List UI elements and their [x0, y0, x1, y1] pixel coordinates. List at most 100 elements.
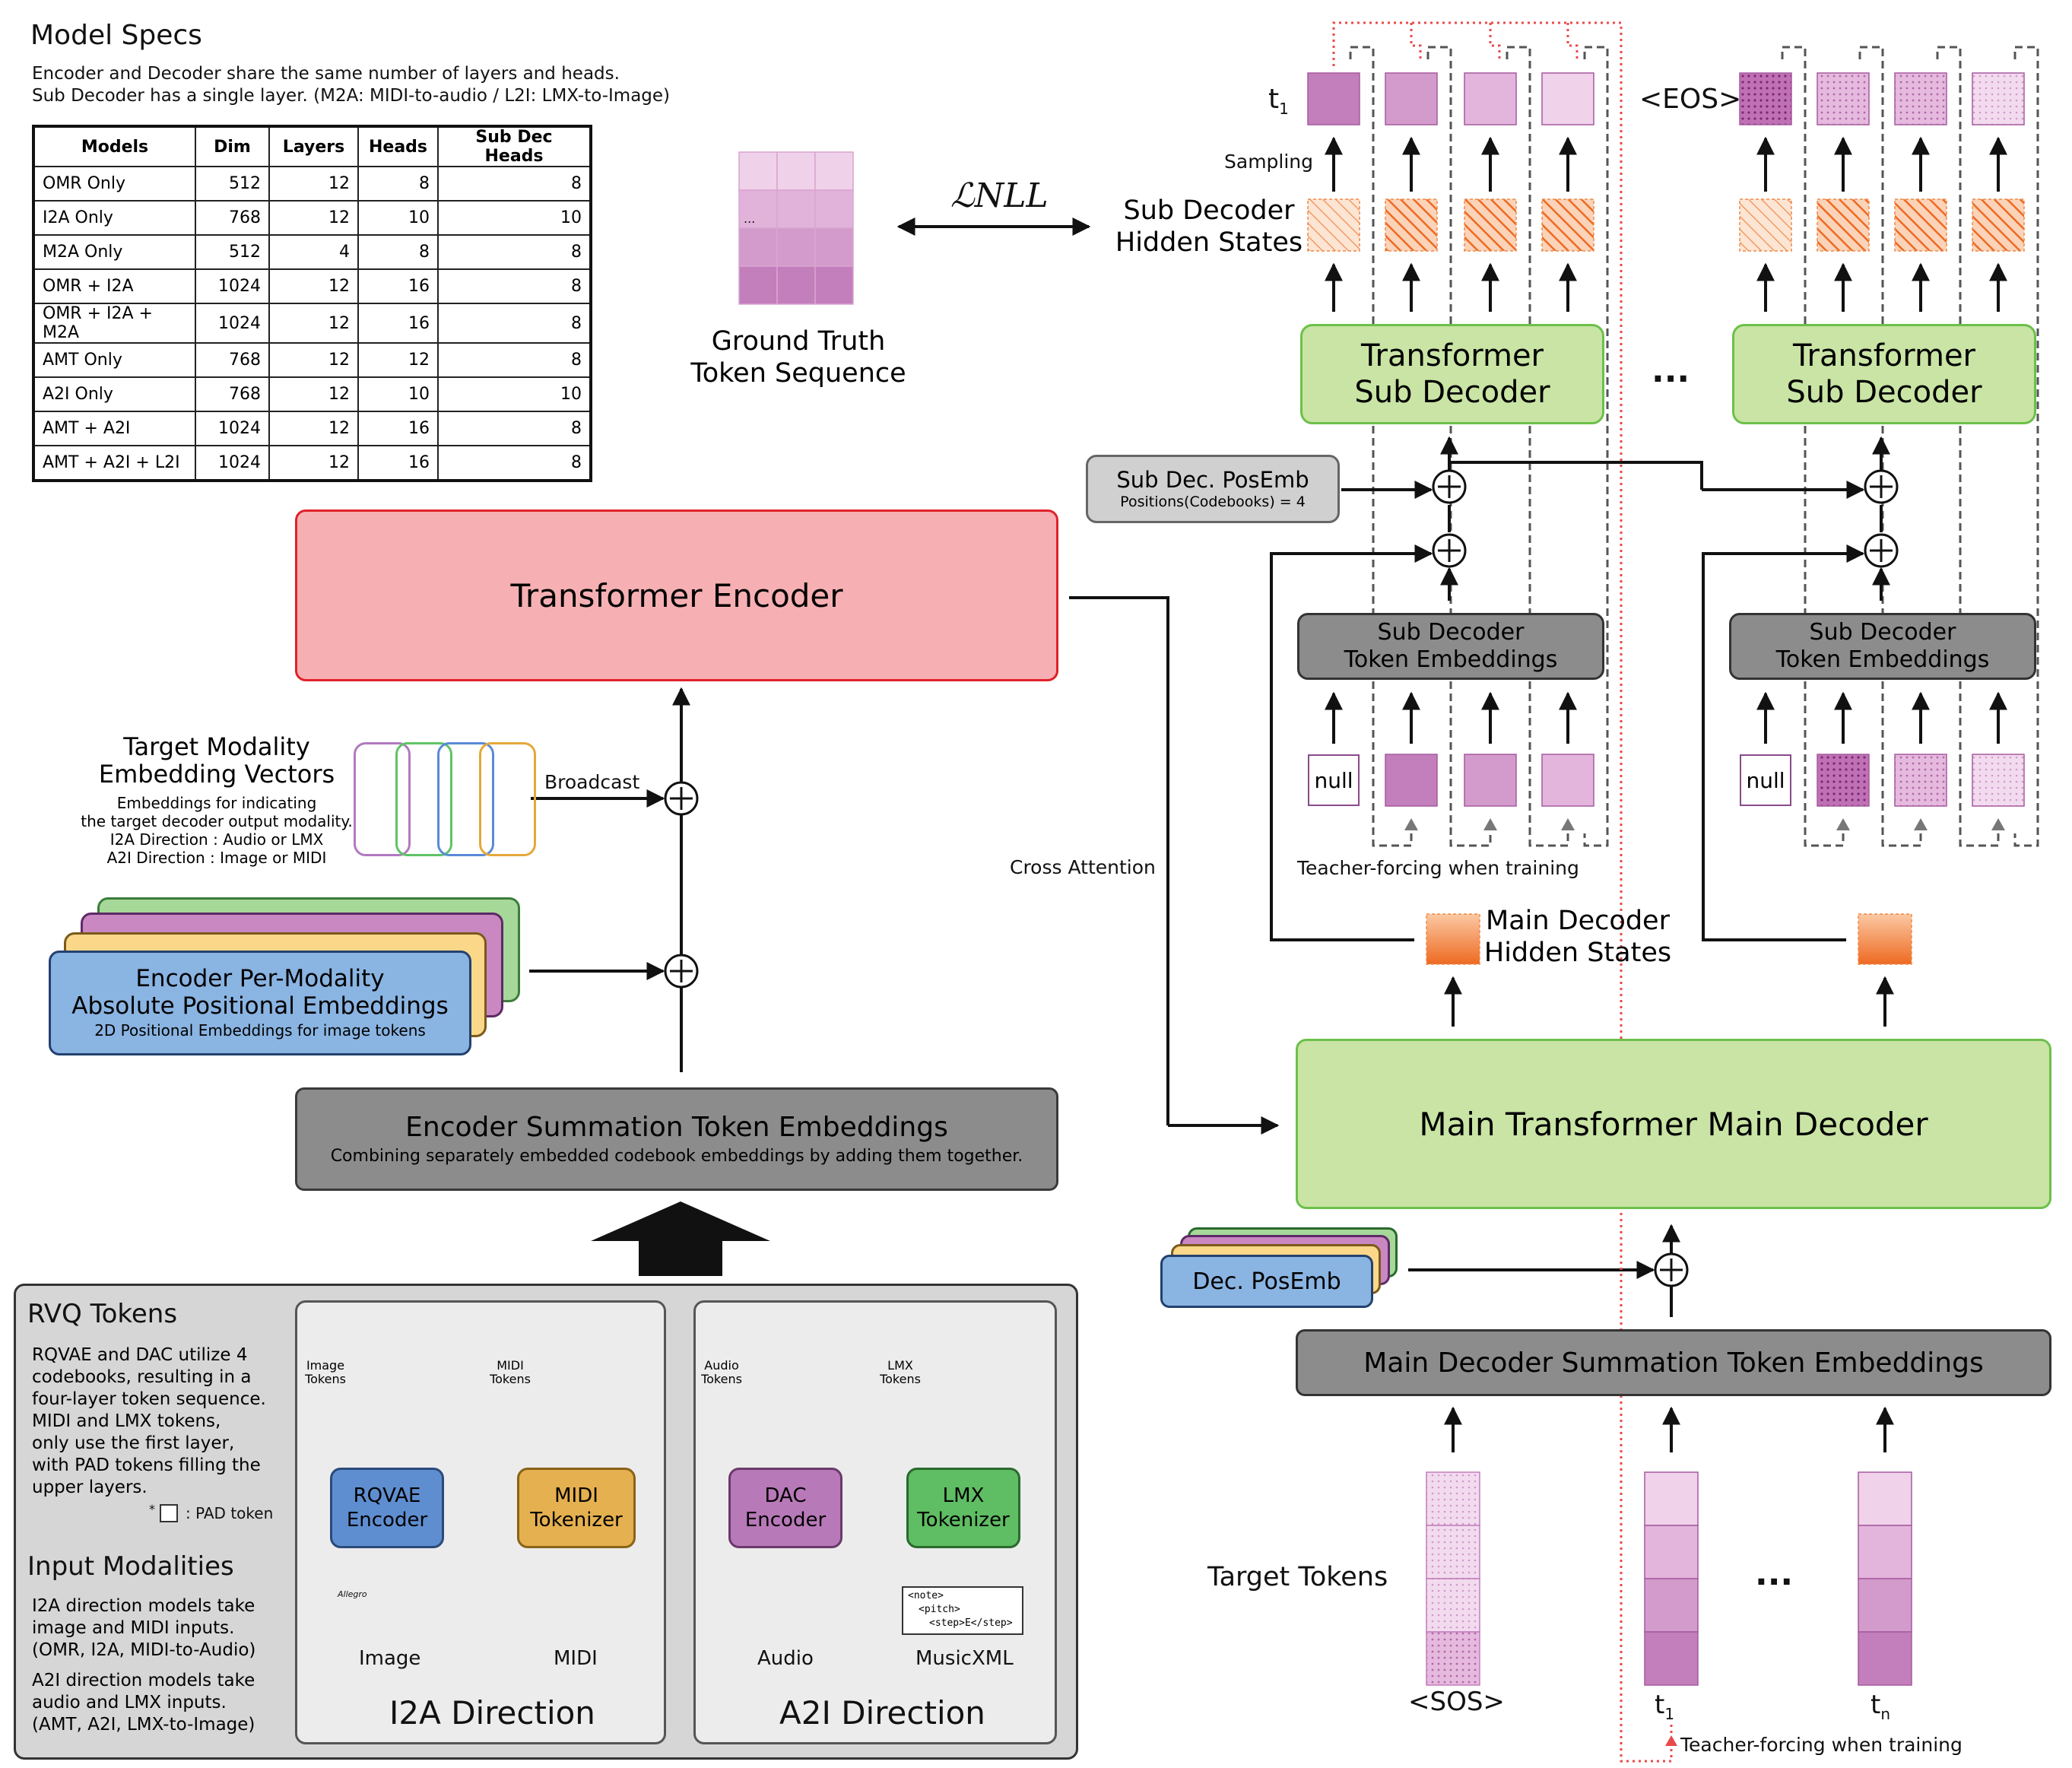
table-cell: 12	[357, 342, 439, 378]
transformer-sub-decoder-2[interactable]: Transformer Sub Decoder	[1732, 324, 2036, 424]
modality-vector-purple	[354, 742, 411, 856]
ground-truth-cell	[814, 151, 854, 191]
encoder-positional-embeddings[interactable]: Encoder Per-Modality Absolute Positional…	[49, 951, 471, 1055]
rqvae-label-line-1: RQVAE	[353, 1484, 421, 1507]
big-up-arrow	[591, 1201, 770, 1241]
table-cell: A2I Only	[33, 376, 196, 412]
tn-token-cell	[1858, 1578, 1912, 1633]
ground-truth-cell	[776, 227, 816, 267]
target-modality-note-3: I2A Direction : Audio or LMX	[109, 830, 324, 849]
transformer-sub-decoder-1[interactable]: Transformer Sub Decoder	[1300, 324, 1604, 424]
sub-decoder-token-embeddings-1[interactable]: Sub Decoder Token Embeddings	[1297, 613, 1604, 680]
main-hidden-state-2	[1858, 913, 1912, 965]
dec-posemb[interactable]: Dec. PosEmb	[1160, 1255, 1373, 1308]
tn-bottom-sub: n	[1880, 1704, 1891, 1723]
tn-token-cell	[1858, 1525, 1912, 1579]
dac-label-line-2: Encoder	[744, 1509, 827, 1532]
rqvae-encoder[interactable]: RQVAE Encoder	[330, 1468, 444, 1548]
sub2-tf-marker	[1991, 818, 2005, 830]
modality-vector-blue	[437, 742, 494, 856]
teacher-forcing-label-top: Teacher-forcing when training	[1297, 857, 1579, 879]
encoder-summation-token-embeddings[interactable]: Encoder Summation Token Embeddings Combi…	[295, 1087, 1058, 1191]
sub1-output-token	[1464, 72, 1517, 125]
dac-encoder[interactable]: DAC Encoder	[728, 1468, 842, 1548]
table-header: Layers	[268, 125, 359, 167]
table-cell: OMR + I2A	[33, 268, 196, 304]
rvq-desc-line: with PAD tokens filling the	[32, 1455, 261, 1475]
lmx-tokens-label: LMX Tokens	[876, 1357, 925, 1388]
a2i-desc-line: audio and LMX inputs.	[32, 1693, 227, 1712]
table-cell: 8	[437, 234, 592, 270]
input-modalities-title: Input Modalities	[27, 1551, 234, 1582]
sub-dec-posemb[interactable]: Sub Dec. PosEmb Positions(Codebooks) = 4	[1086, 455, 1340, 523]
t1-token-cell	[1644, 1471, 1699, 1526]
sub-hidden-label-line-1: Sub Decoder	[1123, 195, 1295, 226]
t1-token-cell	[1644, 1631, 1699, 1686]
model-specs-table: Models Dim Layers Heads Sub Dec Heads OM…	[32, 125, 592, 482]
model-specs-desc-1: Encoder and Decoder share the same numbe…	[32, 64, 620, 84]
teacher-forcing-label-bottom: Teacher-forcing when training	[1680, 1734, 1963, 1756]
xml-line-2: <pitch>	[919, 1604, 960, 1615]
sub1-input-token	[1385, 754, 1438, 807]
pad-star: *	[149, 1502, 155, 1516]
sos-label: <SOS>	[1408, 1687, 1505, 1717]
midi-tokenizer[interactable]: MIDI Tokenizer	[517, 1468, 636, 1548]
table-cell: 1024	[195, 268, 270, 304]
table-cell: 512	[195, 234, 270, 270]
table-cell: AMT + A2I	[33, 411, 196, 446]
main-decoder-summation-token-embeddings[interactable]: Main Decoder Summation Token Embeddings	[1296, 1329, 2051, 1396]
musicxml-snippet: <note> <pitch> <step>E</step>	[902, 1586, 1023, 1635]
a2i-description: A2I direction models take audio and LMX i…	[32, 1670, 255, 1736]
table-cell: 10	[357, 200, 439, 236]
rvq-desc-line: codebooks, resulting in a	[32, 1367, 252, 1387]
enc-sum-title: Encoder Summation Token Embeddings	[405, 1112, 948, 1143]
pos-emb-line-2: Absolute Positional Embeddings	[71, 992, 449, 1020]
sub-decoder-2-line-2: Sub Decoder	[1786, 375, 1982, 410]
midi-tokens-label-line-2: Tokens	[490, 1372, 531, 1386]
table-cell: 1024	[195, 445, 270, 481]
rvq-desc-line: four-layer token sequence.	[32, 1389, 266, 1409]
table-header: Heads	[357, 125, 439, 167]
rqvae-label-line-2: Encoder	[346, 1509, 428, 1532]
table-header-row: Models Dim Layers Heads Sub Dec Heads	[33, 125, 592, 167]
teacher-forcing-branch	[1489, 23, 1501, 59]
t1-top-sub: 1	[1279, 100, 1289, 119]
ground-truth-cell	[738, 151, 778, 191]
sub1-hidden-state	[1464, 198, 1517, 252]
null-token-2-label: null	[1746, 767, 1785, 793]
model-specs-desc-2: Sub Decoder has a single layer. (M2A: MI…	[32, 86, 671, 106]
image-tokens-label-line-1: Image	[306, 1358, 345, 1373]
sub-decoder-1-line-2: Sub Decoder	[1354, 375, 1550, 410]
model-specs-title: Model Specs	[30, 20, 202, 51]
transformer-encoder-label: Transformer Encoder	[510, 576, 843, 614]
sub1-hidden-state	[1541, 198, 1594, 252]
rvq-desc-line: RQVAE and DAC utilize 4	[32, 1345, 248, 1365]
midi-label: MIDI	[554, 1647, 598, 1670]
transformer-encoder[interactable]: Transformer Encoder	[295, 509, 1058, 681]
main-transformer-main-decoder[interactable]: Main Transformer Main Decoder	[1296, 1039, 2051, 1209]
sub2-feedback-loop	[1781, 46, 1845, 847]
modality-vector-orange	[479, 742, 536, 856]
table-header: Models	[33, 125, 196, 167]
midi-tok-label-line-2: Tokenizer	[530, 1509, 623, 1532]
rvq-desc-line: MIDI and LMX tokens,	[32, 1411, 221, 1431]
target-modality-note-4: A2I Direction : Image or MIDI	[106, 849, 327, 867]
sub-decoder-token-embeddings-2[interactable]: Sub Decoder Token Embeddings	[1729, 613, 2036, 680]
t1-token-cell	[1644, 1578, 1699, 1633]
table-cell: 8	[437, 342, 592, 378]
cross-attention-label: Cross Attention	[1010, 856, 1156, 878]
ground-truth-cell	[776, 189, 816, 229]
sub1-output-token	[1541, 72, 1594, 125]
lmx-tokenizer[interactable]: LMX Tokenizer	[906, 1468, 1020, 1548]
target-tokens-label: Target Tokens	[1207, 1562, 1388, 1592]
table-cell: 1024	[195, 303, 270, 344]
table-cell: 12	[268, 268, 359, 304]
null-token-1: null	[1308, 754, 1360, 806]
table-cell: 8	[437, 303, 592, 344]
audio-tokens-label-line-2: Tokens	[701, 1372, 742, 1386]
sub-tok-emb-2-line-2: Token Embeddings	[1775, 646, 1990, 673]
ground-truth-label-line-2: Token Sequence	[690, 358, 906, 389]
sub1-hidden-state	[1307, 198, 1360, 252]
main-decoder-hidden-states-label: Main Decoder Hidden States	[1475, 903, 1680, 970]
a2i-desc-line: A2I direction models take	[32, 1671, 255, 1690]
